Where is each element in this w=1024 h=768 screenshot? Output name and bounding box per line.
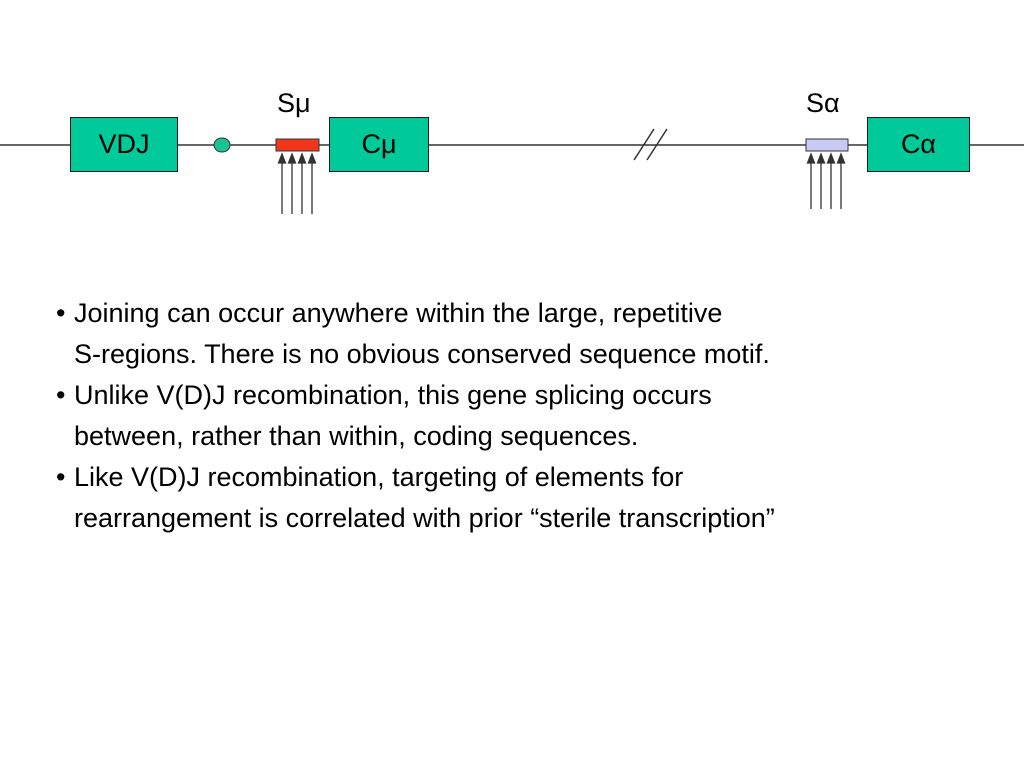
s-alpha-arrowhead-1 [806, 152, 816, 164]
s-mu-arrows [277, 152, 317, 214]
c-alpha-label: Cα [900, 129, 937, 159]
s-alpha-label: Sα [806, 88, 840, 118]
bullet-item: • Joining can occur anywhere within the … [56, 293, 1016, 375]
bullet-mark: • [56, 298, 66, 328]
junction-dot [213, 137, 231, 153]
s-mu-arrowhead-2 [287, 152, 297, 164]
bullet-item: • Unlike V(D)J recombination, this gene … [56, 375, 1016, 457]
locus-diagram: VDJ Cμ Cα Sμ Sα [0, 0, 1024, 240]
break-mark-right [646, 128, 668, 161]
vdj-label: VDJ [98, 129, 150, 159]
bullet-mark: • [56, 380, 66, 410]
s-alpha-arrowhead-2 [816, 152, 826, 164]
s-mu-arrowhead-4 [307, 152, 317, 164]
s-mu-arrowhead-1 [277, 152, 287, 164]
s-mu-region [275, 138, 320, 152]
s-mu-arrowhead-3 [297, 152, 307, 164]
bullet-item: • Like V(D)J recombination, targeting of… [56, 457, 1016, 539]
bullet-line: Joining can occur anywhere within the la… [74, 298, 723, 328]
vdj-box: VDJ [70, 117, 178, 172]
bullet-line: between, rather than within, coding sequ… [74, 421, 639, 451]
c-alpha-box: Cα [867, 117, 970, 172]
s-alpha-arrows [806, 152, 846, 209]
bullet-line: Unlike V(D)J recombination, this gene sp… [74, 380, 712, 410]
s-alpha-region [805, 138, 849, 152]
c-mu-box: Cμ [329, 117, 429, 172]
c-mu-label: Cμ [361, 129, 397, 159]
s-alpha-arrowhead-4 [836, 152, 846, 164]
bullet-line: S-regions. There is no obvious conserved… [74, 339, 770, 369]
break-mark-left [633, 128, 655, 161]
s-alpha-arrowhead-3 [826, 152, 836, 164]
locus-svg [0, 128, 1024, 214]
s-mu-label: Sμ [277, 88, 311, 118]
bullet-line: Like V(D)J recombination, targeting of e… [74, 462, 684, 492]
bullet-line: rearrangement is correlated with prior “… [74, 503, 775, 533]
bullet-list: • Joining can occur anywhere within the … [56, 293, 1016, 539]
bullet-mark: • [56, 462, 66, 492]
